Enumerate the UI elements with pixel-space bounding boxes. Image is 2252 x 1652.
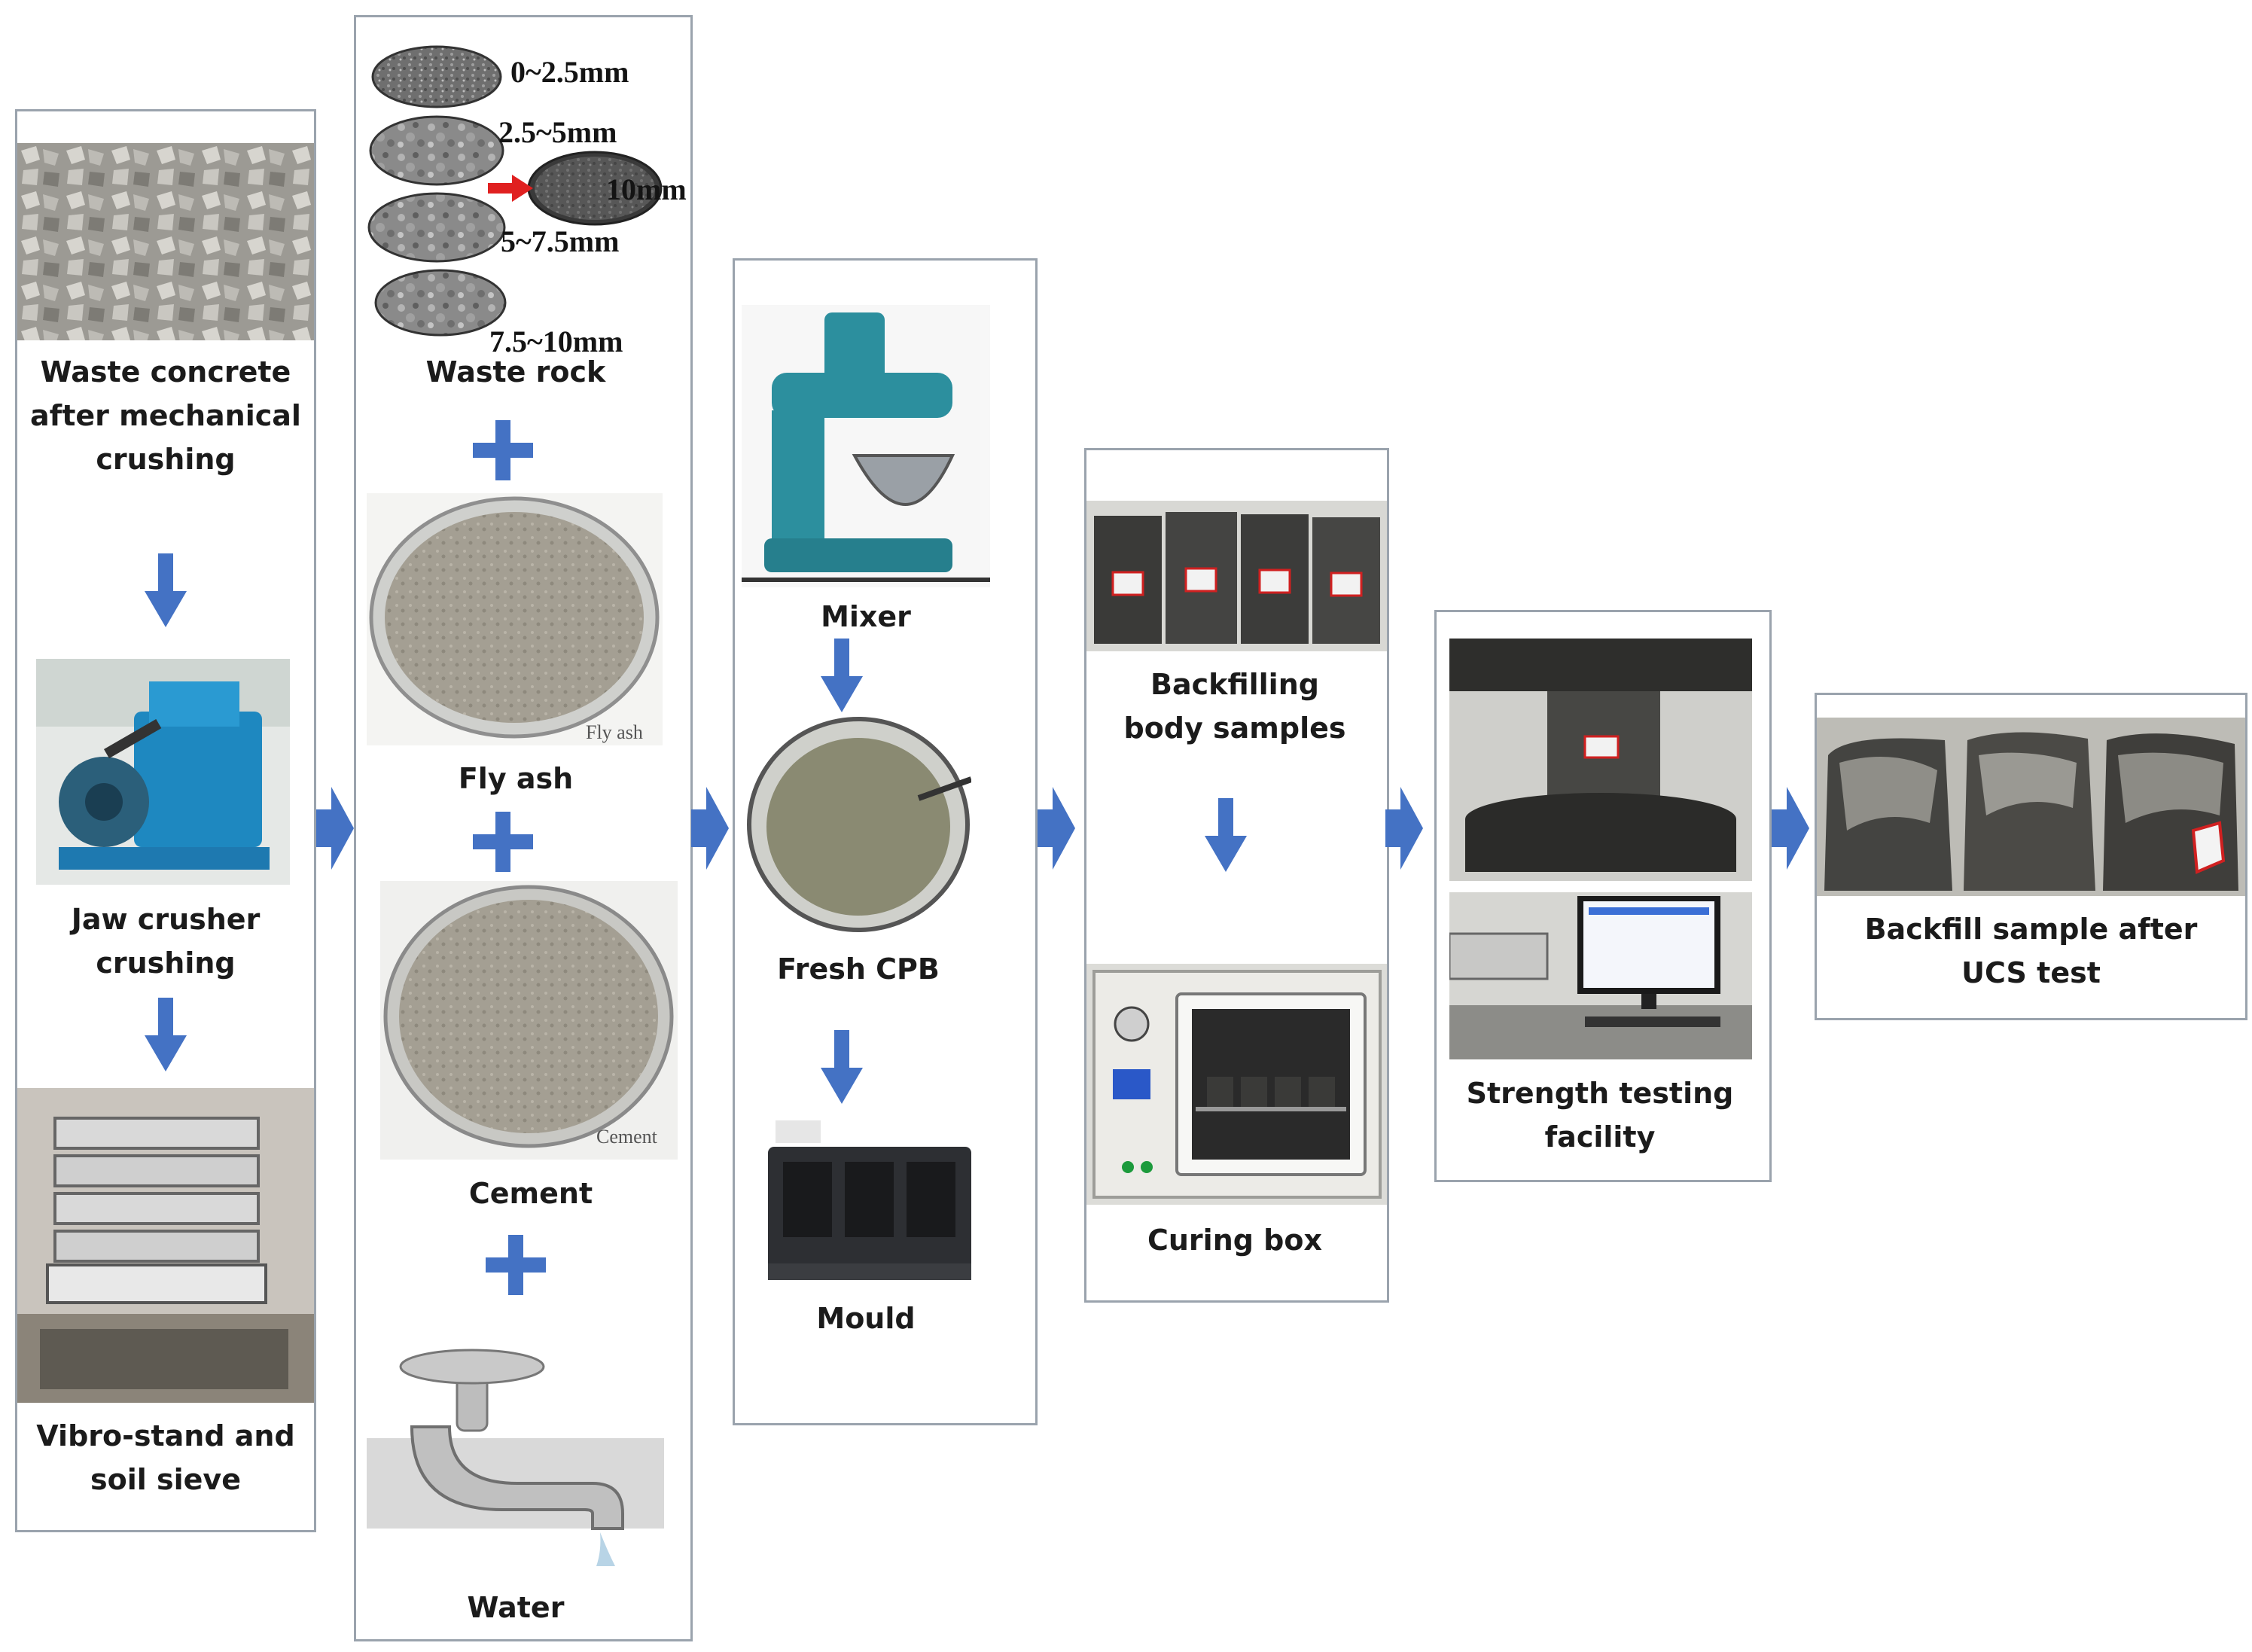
waste-concrete-photo (17, 143, 314, 340)
caption-mould: Mould (816, 1302, 916, 1335)
arrow-down-icon (1205, 798, 1247, 872)
caption-waste-rock: Waste rock (425, 355, 606, 389)
caption-fly-ash: Fly ash (458, 762, 574, 795)
fly-ash-tag: Fly ash (586, 721, 643, 743)
mixer-photo (742, 305, 990, 587)
jaw-crusher-photo (36, 659, 290, 885)
caption-jaw-crusher: Jaw crusher crushing (71, 903, 261, 980)
after-ucs-photo (1817, 718, 2245, 896)
arrow-right-icon (1385, 787, 1423, 870)
water-tap-photo (367, 1325, 664, 1570)
curing-box-photo (1086, 964, 1387, 1205)
arrow-right-red-icon (488, 175, 533, 202)
fresh-cpb-photo (745, 715, 971, 934)
plus-icon (486, 1235, 546, 1295)
caption-mixer: Mixer (821, 600, 911, 633)
arrow-down-icon (145, 553, 187, 627)
cement-photo (380, 881, 678, 1160)
vibro-stand-photo (17, 1088, 314, 1403)
fly-ash-photo (367, 493, 663, 745)
size-label-10: 10mm (606, 172, 687, 206)
caption-strength-testing: Strength testing facility (1466, 1077, 1734, 1154)
caption-waste-concrete: Waste concrete after mechanical crushing (30, 355, 301, 476)
caption-curing-box: Curing box (1147, 1224, 1322, 1257)
size-label-7.5-10: 7.5~10mm (489, 325, 623, 358)
caption-water: Water (467, 1591, 565, 1624)
arrow-right-icon (1772, 787, 1809, 870)
caption-fresh-cpb: Fresh CPB (777, 952, 940, 986)
caption-after-ucs: Backfill sample after UCS test (1864, 913, 2198, 989)
caption-backfill-samples: Backfilling body samples (1123, 668, 1346, 745)
caption-vibro-stand: Vibro-stand and soil sieve (36, 1419, 295, 1496)
arrow-right-icon (691, 787, 729, 870)
arrow-down-icon (821, 639, 863, 712)
computer-photo (1449, 892, 1752, 1059)
arrow-right-icon (1038, 787, 1075, 870)
size-label-2.5-5: 2.5~5mm (498, 115, 617, 149)
caption-cement: Cement (468, 1177, 593, 1210)
plus-icon (473, 420, 533, 480)
arrow-right-icon (316, 787, 354, 870)
cement-tag: Cement (596, 1126, 657, 1148)
arrow-down-icon (821, 1030, 863, 1104)
arrow-down-icon (145, 998, 187, 1071)
mould-photo (768, 1120, 971, 1286)
press-photo (1449, 639, 1752, 881)
plus-icon (473, 812, 533, 872)
size-label-5-7.5: 5~7.5mm (501, 224, 620, 258)
backfill-samples-photo (1086, 501, 1387, 651)
size-label-0-2.5: 0~2.5mm (510, 55, 629, 89)
